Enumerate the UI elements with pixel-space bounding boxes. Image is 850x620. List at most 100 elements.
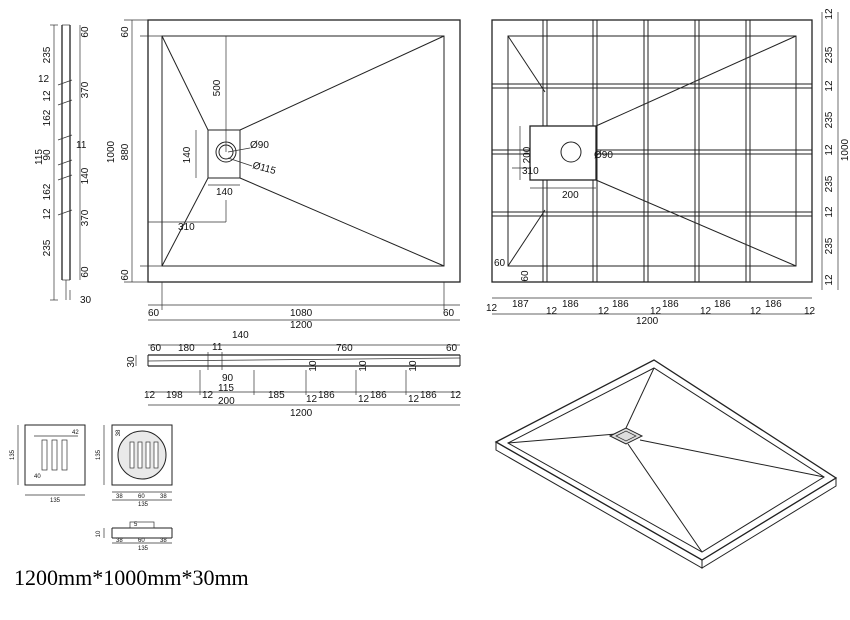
side-dim-90: 90: [42, 149, 53, 161]
drain3-dim-38b: 38: [160, 538, 167, 544]
sec-dim-m3: 10: [408, 360, 419, 372]
sec-dim-b5: 186: [318, 390, 335, 401]
sec-dim-b8: 12: [408, 394, 420, 405]
side-dim-235a: 235: [42, 46, 53, 63]
sec-dim-90: 90: [222, 373, 234, 384]
sec-dim-b0b: 12: [450, 390, 462, 401]
drain3-dim-60: 60: [138, 538, 145, 544]
grid-dim-1000: 1000: [840, 138, 850, 161]
grid-dim-60a: 60: [494, 258, 506, 269]
side-dim-top-60: 60: [80, 26, 91, 38]
grid-dim-200h: 200: [562, 190, 579, 201]
drain2-dim-38c: 38: [116, 429, 122, 436]
grid-dim-r235a: 235: [824, 46, 835, 63]
drain2-dim-38a: 38: [116, 494, 123, 500]
drain3-dim-135: 135: [138, 546, 149, 552]
top-dim-60-bl: 60: [148, 308, 160, 319]
side-dim-12b: 12: [42, 90, 53, 102]
grid-dim-b11: 186: [765, 299, 782, 310]
grid-dim-b10: 12: [750, 306, 762, 317]
grid-dim-310: 310: [522, 166, 539, 177]
top-dim-880: 880: [120, 143, 131, 160]
drain2-dim-135v: 135: [96, 449, 102, 460]
sec-dim-760: 760: [336, 343, 353, 354]
underside-grid-view: 12 235 12 235 12 235 12 235 12 1000 200 …: [486, 8, 850, 327]
drain1-dim-135h: 135: [50, 498, 61, 504]
product-dimension-caption: 1200mm*1000mm*30mm: [14, 565, 249, 590]
side-dim-11: 11: [76, 140, 87, 151]
side-profile-view: 235 12 12 370 162 11 115 90 140 162 12 3…: [34, 24, 92, 306]
sec-dim-b7: 186: [370, 390, 387, 401]
grid-dim-r12d: 12: [824, 206, 835, 218]
top-dim-140h: 140: [216, 187, 233, 198]
grid-dim-b9: 186: [714, 299, 731, 310]
grid-dim-200v: 200: [522, 146, 533, 163]
grid-dim-r12e: 12: [824, 274, 835, 286]
top-dim-phi90: Ø90: [250, 140, 269, 151]
top-dim-60: 60: [120, 26, 131, 38]
side-dim-162a: 162: [42, 109, 53, 126]
grid-dim-b5: 186: [612, 299, 629, 310]
side-dim-12c: 12: [42, 208, 53, 220]
sec-dim-30: 30: [126, 356, 137, 368]
top-dim-60-left: 60: [120, 269, 131, 281]
grid-dim-b0: 12: [486, 303, 498, 314]
drain2-dim-135h: 135: [138, 502, 149, 508]
grid-dim-r12b: 12: [824, 80, 835, 92]
drain-detail-side: 135 135 42 40: [10, 424, 86, 504]
top-dim-1000: 1000: [106, 140, 117, 163]
sec-dim-b6: 12: [358, 394, 370, 405]
drain-detail-section: 10 5 38 60 38 135: [96, 521, 173, 552]
grid-dim-r235d: 235: [824, 237, 835, 254]
sec-dim-180: 180: [178, 343, 195, 354]
grid-dim-b6: 12: [650, 306, 662, 317]
drain2-dim-38b: 38: [160, 494, 167, 500]
side-dim-235b: 235: [42, 239, 53, 256]
sec-dim-60b: 60: [446, 343, 458, 354]
side-dim-30: 30: [80, 295, 92, 306]
sec-dim-60a: 60: [150, 343, 162, 354]
drain3-dim-10: 10: [96, 530, 102, 537]
grid-dim-b12: 12: [804, 306, 816, 317]
side-dim-370a: 370: [80, 81, 91, 98]
top-dim-140v: 140: [182, 146, 193, 163]
grid-dim-b1: 187: [512, 299, 529, 310]
sec-dim-b0: 12: [144, 390, 156, 401]
side-dim-bot-60: 60: [80, 266, 91, 278]
grid-dim-r12c: 12: [824, 144, 835, 156]
side-dim-162b: 162: [42, 183, 53, 200]
sec-dim-b4: 12: [306, 394, 318, 405]
grid-dim-b3: 186: [562, 299, 579, 310]
top-dim-310: 310: [178, 222, 195, 233]
top-dim-500: 500: [212, 79, 223, 96]
side-dim-140: 140: [80, 167, 91, 184]
top-dim-1200: 1200: [290, 320, 313, 331]
grid-dim-b2: 12: [546, 306, 558, 317]
sec-dim-200: 200: [218, 396, 235, 407]
sec-dim-m1: 10: [308, 360, 319, 372]
sec-dim-b1: 198: [166, 390, 183, 401]
grid-dim-b8: 12: [700, 306, 712, 317]
side-dim-370b: 370: [80, 209, 91, 226]
sec-dim-b2: 12: [202, 390, 214, 401]
top-dim-1080: 1080: [290, 308, 313, 319]
drain3-dim-5: 5: [134, 522, 138, 528]
grid-dim-b7: 186: [662, 299, 679, 310]
drain1-dim-42: 42: [72, 430, 79, 436]
top-dim-60-r: 60: [443, 308, 455, 319]
sec-dim-11: 11: [212, 342, 223, 353]
side-dim-115: 115: [34, 149, 45, 165]
grid-dim-r12a: 12: [824, 8, 835, 20]
drain2-dim-60: 60: [138, 494, 145, 500]
drain1-dim-135v: 135: [10, 449, 16, 460]
sec-dim-b7b: 186: [420, 390, 437, 401]
isometric-tray-view: [494, 359, 838, 569]
sec-dim-115: 115: [218, 383, 234, 394]
grid-dim-r235b: 235: [824, 111, 835, 128]
sec-dim-b3: 185: [268, 390, 285, 401]
side-dim-12a: 12: [38, 74, 50, 85]
grid-dim-r235c: 235: [824, 175, 835, 192]
grid-dim-60b: 60: [520, 270, 531, 282]
sec-dim-140: 140: [232, 330, 249, 341]
